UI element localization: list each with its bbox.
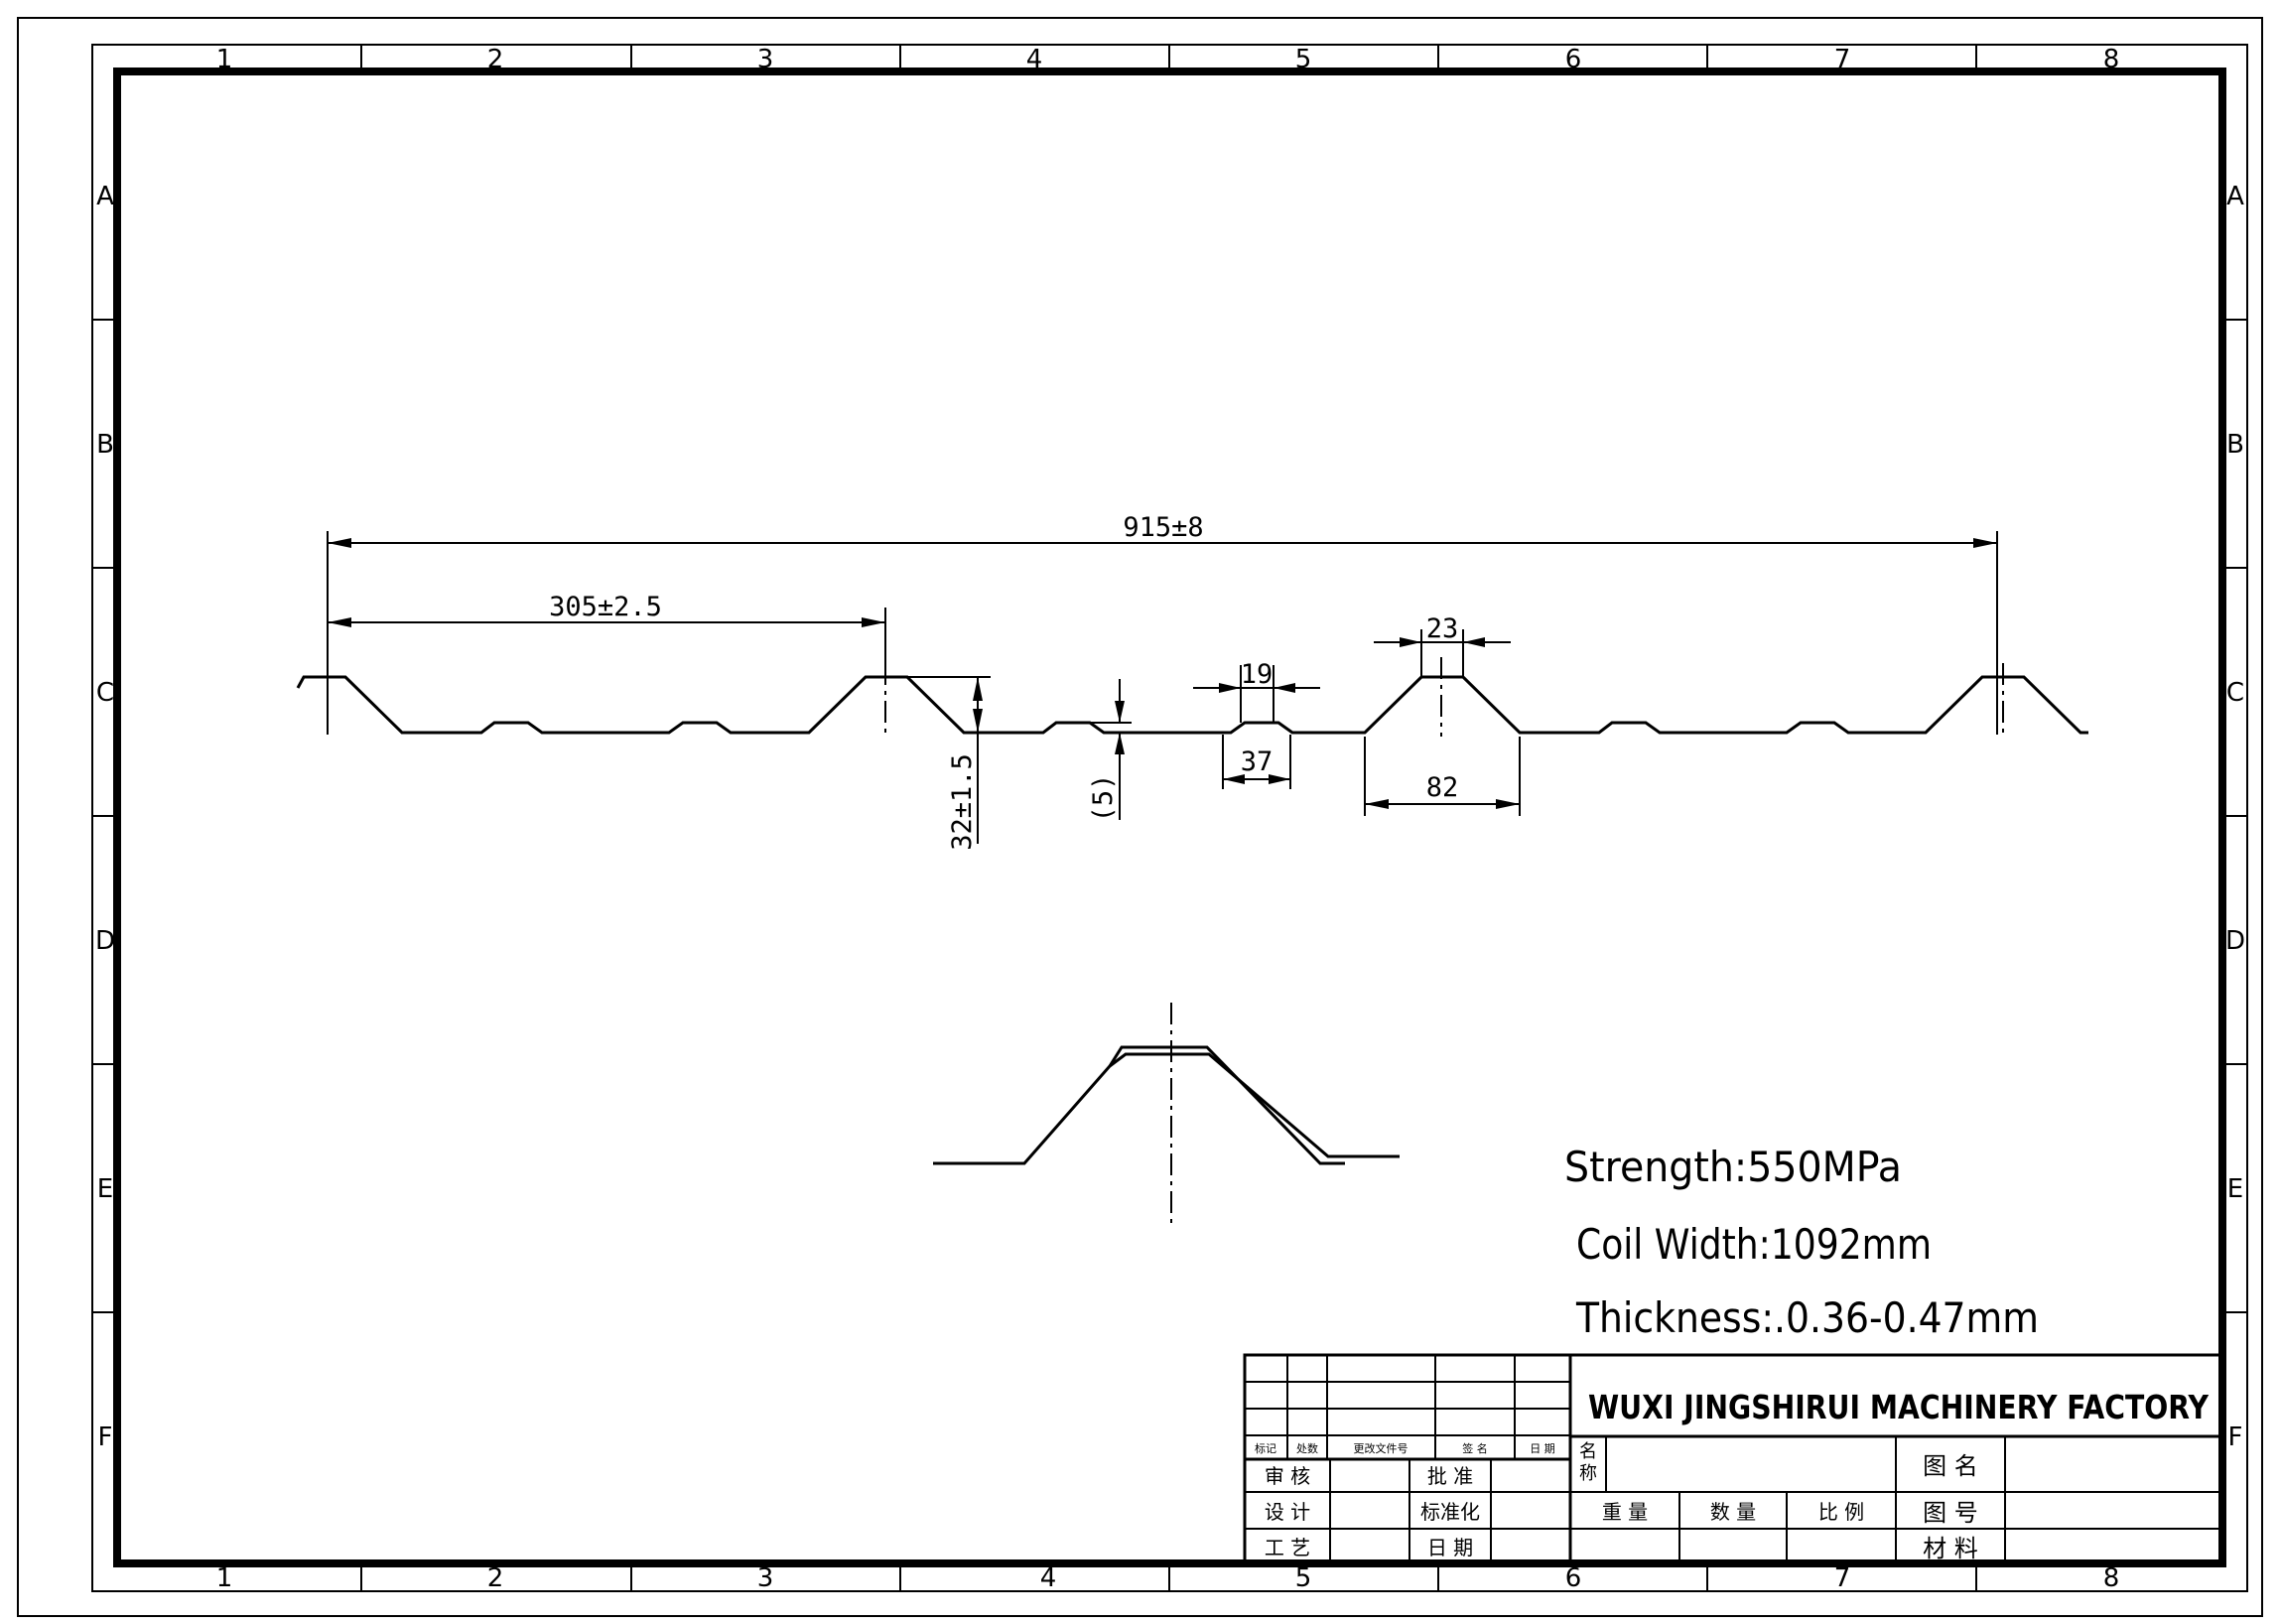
zone-row-f-left: F xyxy=(98,1422,113,1452)
zone-col-4-bottom: 4 xyxy=(1040,1563,1057,1593)
label-approve: 批 准 xyxy=(1427,1464,1473,1488)
zone-col-7-top: 7 xyxy=(1834,45,1851,74)
zone-row-labels: A B C D E F A B C D E F xyxy=(95,182,2245,1452)
zone-col-3-bottom: 3 xyxy=(757,1563,774,1593)
dim-major-rib-top: 23 xyxy=(1374,613,1511,677)
dim-minor-rib-base-label: 37 xyxy=(1241,746,1274,777)
zone-column-ticks xyxy=(360,45,1977,1591)
zone-col-8-top: 8 xyxy=(2103,45,2120,74)
dim-major-rib-base-label: 82 xyxy=(1426,772,1459,803)
rib-centerlines xyxy=(327,657,2004,737)
zone-col-3-top: 3 xyxy=(757,45,774,74)
zone-col-1-top: 1 xyxy=(216,45,233,74)
zone-row-e-left: E xyxy=(97,1174,113,1204)
zone-row-a-right: A xyxy=(2226,182,2244,211)
zone-row-b-right: B xyxy=(2226,430,2244,460)
zone-row-c-right: C xyxy=(2226,678,2244,708)
zone-col-6-bottom: 6 xyxy=(1565,1563,1582,1593)
rev-header-change-doc: 更改文件号 xyxy=(1354,1441,1408,1455)
label-design: 设 计 xyxy=(1265,1500,1310,1524)
dim-minor-rib-height-label: (5) xyxy=(1088,774,1119,823)
dim-minor-rib-base: 37 xyxy=(1222,735,1291,789)
zone-row-e-right: E xyxy=(2227,1174,2243,1204)
zone-col-2-top: 2 xyxy=(487,45,504,74)
zone-row-c-left: C xyxy=(96,678,114,708)
dim-overall-width: 915±8 xyxy=(327,512,1998,735)
zone-col-4-top: 4 xyxy=(1026,45,1043,74)
company-name: WUXI JINGSHIRUI MACHINERY FACTORY xyxy=(1588,1388,2210,1426)
rev-header-signature: 签 名 xyxy=(1462,1441,1488,1455)
zone-row-f-right: F xyxy=(2228,1422,2243,1452)
label-name-char-2: 称 xyxy=(1579,1463,1597,1484)
zone-col-8-bottom: 8 xyxy=(2103,1563,2120,1593)
dim-minor-rib-top-label: 19 xyxy=(1241,659,1274,690)
rev-header-count: 处数 xyxy=(1296,1442,1318,1455)
label-drawing-number: 图 号 xyxy=(1923,1499,1978,1527)
zone-col-5-bottom: 5 xyxy=(1295,1563,1312,1593)
specification-notes: Strength:550MPa Coil Width:1092mm Thickn… xyxy=(1564,1143,2039,1342)
dim-minor-rib-top: 19 xyxy=(1193,659,1320,723)
label-date: 日 期 xyxy=(1427,1536,1473,1559)
note-thickness: Thickness:.0.36-0.47mm xyxy=(1575,1293,2039,1342)
label-quantity: 数 量 xyxy=(1710,1500,1756,1524)
note-strength: Strength:550MPa xyxy=(1564,1143,1902,1191)
label-name-char-1: 名 xyxy=(1579,1441,1597,1462)
zone-col-1-bottom: 1 xyxy=(216,1563,233,1593)
label-material: 材 料 xyxy=(1923,1535,1978,1562)
zone-row-a-left: A xyxy=(96,182,114,211)
zone-row-b-left: B xyxy=(96,430,114,460)
dim-minor-rib-height: (5) xyxy=(1088,679,1132,822)
dim-overall-width-label: 915±8 xyxy=(1123,512,1203,543)
zone-col-7-bottom: 7 xyxy=(1834,1563,1851,1593)
zone-col-6-top: 6 xyxy=(1565,45,1582,74)
rib-section-detail xyxy=(933,1003,1400,1223)
sheet-profile xyxy=(296,675,2088,735)
dim-pitch: 305±2.5 xyxy=(328,592,886,675)
dim-major-rib-base: 82 xyxy=(1364,737,1521,816)
label-weight: 重 量 xyxy=(1602,1500,1648,1524)
note-coil-width: Coil Width:1092mm xyxy=(1576,1220,1932,1269)
zone-frame xyxy=(91,44,2248,1592)
zone-row-d-left: D xyxy=(95,926,115,956)
dim-major-rib-top-label: 23 xyxy=(1426,613,1459,644)
rev-header-mark: 标记 xyxy=(1255,1441,1276,1455)
dim-rib-height: 32±1.5 xyxy=(907,676,991,851)
zone-row-ticks xyxy=(92,319,2247,1313)
label-review: 审 核 xyxy=(1265,1464,1310,1488)
dim-rib-height-label: 32±1.5 xyxy=(947,753,978,851)
rev-header-date: 日 期 xyxy=(1530,1442,1555,1455)
zone-row-d-right: D xyxy=(2225,926,2245,956)
zone-col-2-bottom: 2 xyxy=(487,1563,504,1593)
label-standardize: 标准化 xyxy=(1420,1500,1480,1524)
dim-pitch-label: 305±2.5 xyxy=(549,592,662,622)
label-process: 工 艺 xyxy=(1265,1536,1310,1559)
label-drawing-name: 图 名 xyxy=(1923,1452,1978,1480)
title-block: WUXI JINGSHIRUI MACHINERY FACTORY 标记 处数 … xyxy=(1243,1353,2224,1565)
sheet-trim-border xyxy=(17,17,2263,1617)
zone-column-labels: 1 2 3 4 5 6 7 8 1 2 3 4 5 6 7 8 xyxy=(216,45,2120,1593)
zone-col-5-top: 5 xyxy=(1295,45,1312,74)
label-scale: 比 例 xyxy=(1818,1500,1864,1524)
